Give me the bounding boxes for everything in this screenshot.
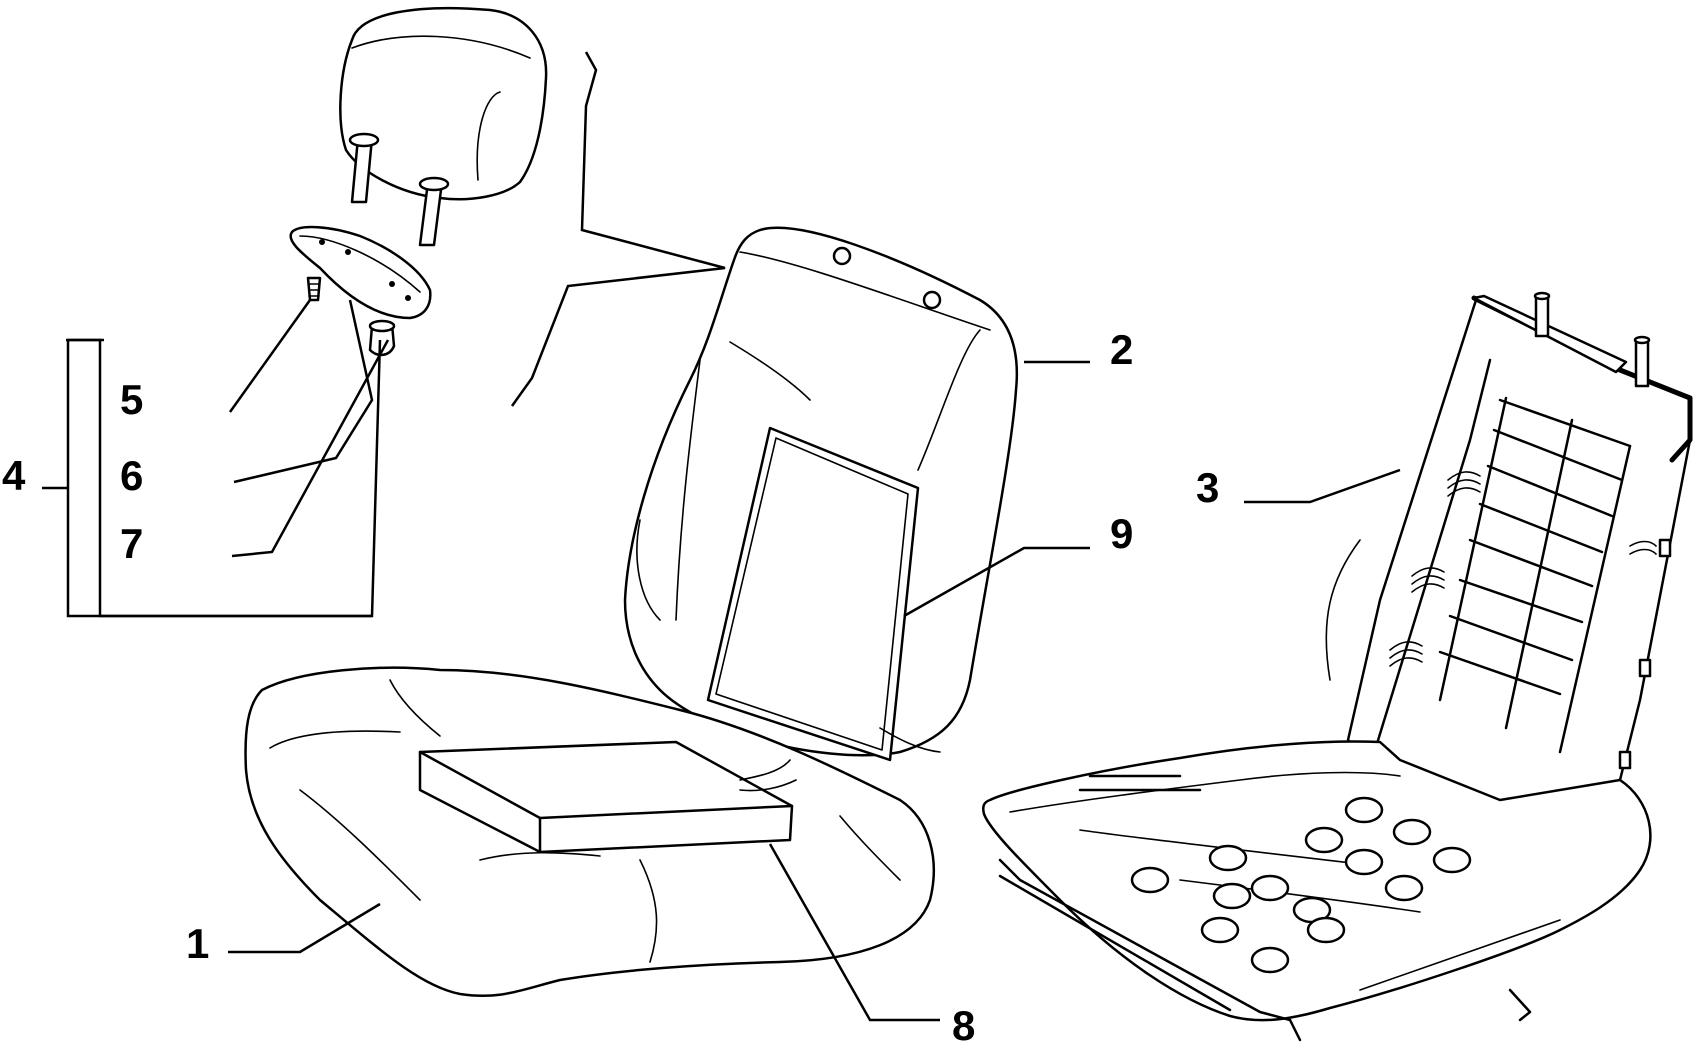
headrest-guide-plate — [289, 225, 432, 320]
callout-7: 7 — [120, 520, 143, 567]
callout-4: 4 — [2, 452, 26, 499]
seat-cushion — [244, 666, 941, 998]
spring-grid — [1325, 396, 1657, 754]
callout-9: 9 — [1110, 510, 1133, 557]
callout-1: 1 — [186, 920, 209, 967]
callout-2: 2 — [1110, 326, 1133, 373]
clip-part — [368, 319, 396, 357]
screw-part — [306, 276, 322, 302]
seat-frame — [982, 291, 1693, 1042]
backrest-padding — [623, 226, 1019, 762]
headrest — [339, 6, 548, 247]
pan-holes — [1130, 796, 1472, 974]
callout-8: 8 — [952, 1002, 975, 1049]
callout-3: 3 — [1196, 464, 1219, 511]
callout-5: 5 — [120, 376, 143, 423]
callout-6: 6 — [120, 452, 143, 499]
leader-lines — [42, 51, 1401, 1022]
